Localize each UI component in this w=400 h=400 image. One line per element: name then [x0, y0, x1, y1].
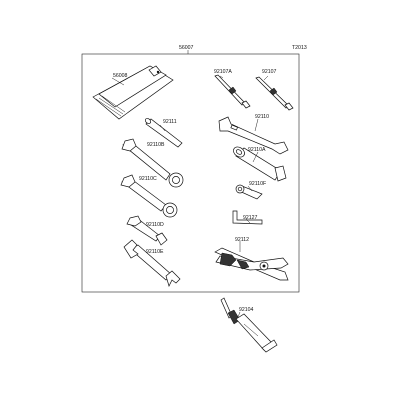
label-hex-key: 92127	[243, 215, 258, 221]
label-wrench-92110b: 92110B	[147, 142, 165, 148]
wrench-92110c	[120, 174, 178, 218]
socket-92110f	[235, 184, 263, 200]
spanner-92110	[218, 116, 289, 155]
label-wrench-92110c: 92110C	[139, 176, 157, 182]
label-wrench-92110d: 92110D	[146, 222, 164, 228]
box-wrench-92110a	[233, 146, 287, 182]
label-pliers: 92112	[235, 237, 249, 243]
plug-wrench-b	[255, 76, 294, 111]
kit-part-number: 56007	[179, 45, 194, 51]
wrench-92110b	[121, 138, 184, 188]
label-spanner-92110: 92110	[255, 114, 269, 120]
pliers	[214, 247, 289, 281]
kit-frame	[81, 53, 300, 293]
wrench-92110e	[123, 239, 181, 287]
label-plug-wrench-b: 92107	[262, 69, 277, 75]
label-socket-92110f: 92110F	[249, 181, 266, 187]
tool-bag	[92, 65, 174, 120]
diagram-id-code: T2013	[292, 45, 307, 51]
label-box-wrench-92110a: 92110A	[248, 147, 266, 153]
label-grease-tube: 92104	[239, 307, 254, 313]
label-wrench-92110e: 92110E	[146, 249, 164, 255]
plug-wrench-a	[214, 74, 251, 109]
hex-key	[232, 210, 263, 225]
label-extension-bar: 92111	[163, 119, 177, 125]
wrench-92110d	[126, 215, 168, 246]
extension-bar	[144, 118, 183, 148]
label-bag: 56008	[113, 73, 128, 79]
label-plug-wrench-a: 92107A	[214, 69, 232, 75]
grease-tube	[220, 297, 278, 353]
